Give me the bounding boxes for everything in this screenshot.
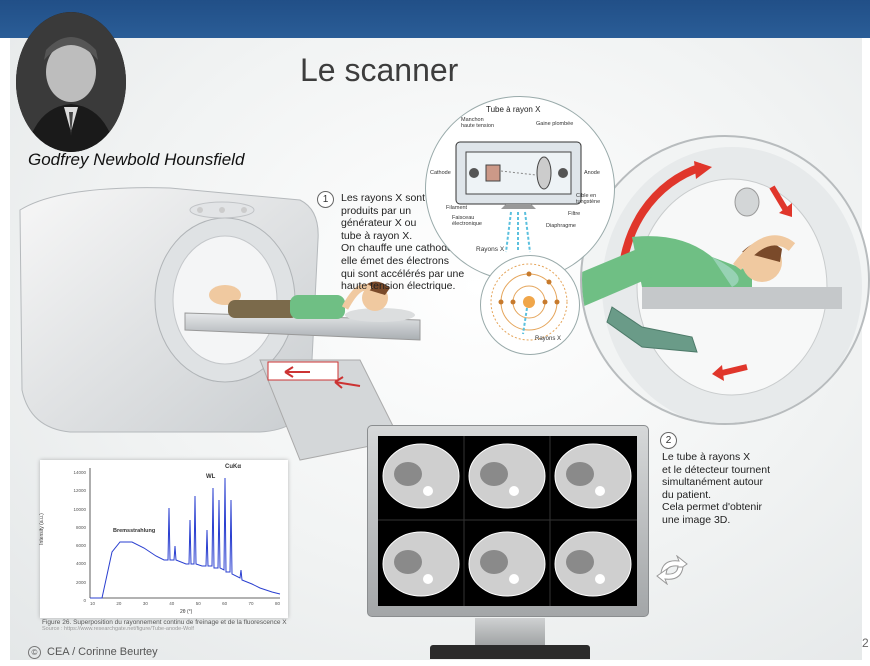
step-1-line: qui sont accélérés par une [341,267,465,280]
step-1-line: elle émet des électrons [341,254,449,267]
person-name-caption: Godfrey Newbold Hounsfield [28,150,245,169]
spectrum-x-ticks: 10 20 30 40 50 60 70 80 [90,601,280,606]
step-2-line: simultanément autour [662,476,763,489]
label-filament: Filament [446,205,468,211]
tube-title: Tube à rayon X [486,105,541,114]
step-2-line: Le tube à rayons X [662,451,751,463]
spectrum-peak1-label: CuKα [225,464,242,470]
step-1-line: tube à rayon X. [341,229,413,242]
xray-spectrum-plot: CuKα WL Bremsstrahlung 14000 12000 10000… [38,460,288,618]
x-tick: 40 [169,601,175,606]
y-tick: 12000 [73,488,86,494]
spectrum-caption-line: Figure 26. Superposition du rayonnement … [42,619,287,626]
step-1-line: On chauffe une cathode, [341,242,456,255]
label-filtre: Filtre [568,211,581,217]
monitor-base [430,645,590,659]
rotation-detail-circle [580,135,870,425]
y-tick: 8000 [75,524,86,530]
slide-title: Le scanner [300,52,459,88]
label-faisceau-line: électronique [452,221,482,228]
spectrum-y-label: Intensity (a.u.) [38,513,45,545]
step-1-text: Les rayons X sont produits par un généra… [341,192,464,293]
rotate-3d-icon [656,555,688,585]
atom-diagram: Rayons X [480,255,580,355]
copyright-icon: © [28,646,41,659]
label-cible-line: Cible en [576,193,597,199]
ct-slices-grid [378,436,637,606]
step-2-marker: 2 [660,432,677,449]
x-tick: 30 [142,601,148,606]
label-manchon-line: haute tension [461,123,495,130]
step-1-line: haute tension électrique. [341,280,456,293]
portrait-image [16,12,126,152]
hounsfield-portrait [16,12,126,152]
step-2-line: Cela permet d'obtenir [662,501,763,514]
spectrum-caption: Figure 26. Superposition du rayonnement … [42,619,292,632]
spectrum-bremsstrahlung-label: Bremsstrahlung [113,528,156,534]
x-tick: 20 [116,601,122,606]
atom-label: Rayons X [535,336,562,342]
y-tick: 14000 [73,470,86,475]
x-tick: 80 [274,601,280,606]
atom-drawing [490,263,568,341]
step-2-line: du patient. [662,488,712,501]
step-2-text: Le tube à rayons X et le détecteur tourn… [662,451,770,527]
label-gaine: Gaine plombée [536,121,574,127]
rotation-illustration [582,147,862,423]
spectrum-peak2-label: WL [206,474,216,480]
spectrum-x-label: 2θ (°) [180,609,193,615]
step-1-line: générateur X ou [341,217,417,230]
label-faisceau-line: Faisceau [452,215,475,221]
spectrum-y-ticks: 14000 12000 10000 8000 6000 4000 2000 0 [64,464,86,610]
label-anode: Anode [584,170,600,176]
x-tick: 10 [90,601,96,606]
step-2-line: une image 3D. [662,513,731,526]
ct-slices-screen [378,436,637,606]
step-1-marker: 1 [317,191,334,208]
step-2-line: et le détecteur tournent [662,463,770,476]
step-1-line: produits par un [341,204,412,217]
label-diaphragme: Diaphragme [546,223,576,229]
y-tick: 6000 [75,543,86,549]
label-cathode: Cathode [430,170,451,176]
xray-tube-drawing [455,141,582,253]
spectrum-caption-line: Source : https://www.researchgate.net/fi… [42,626,194,632]
label-manchon-line: Manchon [461,117,484,123]
copyright-text: CEA / Corinne Beurtey [47,646,158,658]
y-tick: 10000 [73,506,86,512]
page-number: 2 [862,636,869,650]
y-tick: 2000 [75,579,86,585]
label-rayons: Rayons X [476,246,505,253]
monitor-stand [475,618,545,646]
x-tick: 70 [248,601,254,606]
spectrum-drawing [89,468,281,599]
x-tick: 50 [195,601,201,606]
header-bar [0,0,870,38]
step-1-line: Les rayons X sont [341,192,426,204]
ct-scanner-illustration [19,187,421,461]
copyright-notice: © CEA / Corinne Beurtey [28,646,158,659]
x-tick: 60 [222,601,228,606]
label-cible-line: tungstène [576,199,601,206]
y-tick: 0 [83,598,86,604]
y-tick: 4000 [75,561,86,567]
